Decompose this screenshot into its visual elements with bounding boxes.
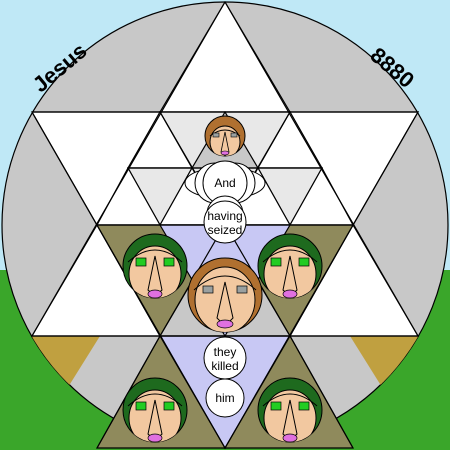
face-center-top [204,115,246,157]
hex-line-g [289,335,354,449]
word-having: having [207,209,242,223]
word-and: And [214,176,235,190]
word-circles: And having seized they killed him [184,160,266,418]
word-circle-4 [205,378,245,418]
word-they: they [214,345,237,359]
face-bottom-left [122,377,188,443]
face-right [257,233,323,299]
word-seized: seized [208,223,243,237]
face-left [122,233,188,299]
word-him: him [215,391,234,405]
face-center-mid [187,257,263,333]
face-bottom-right [257,377,323,443]
word-circle-2 [203,200,247,244]
word-killed: killed [211,359,238,373]
